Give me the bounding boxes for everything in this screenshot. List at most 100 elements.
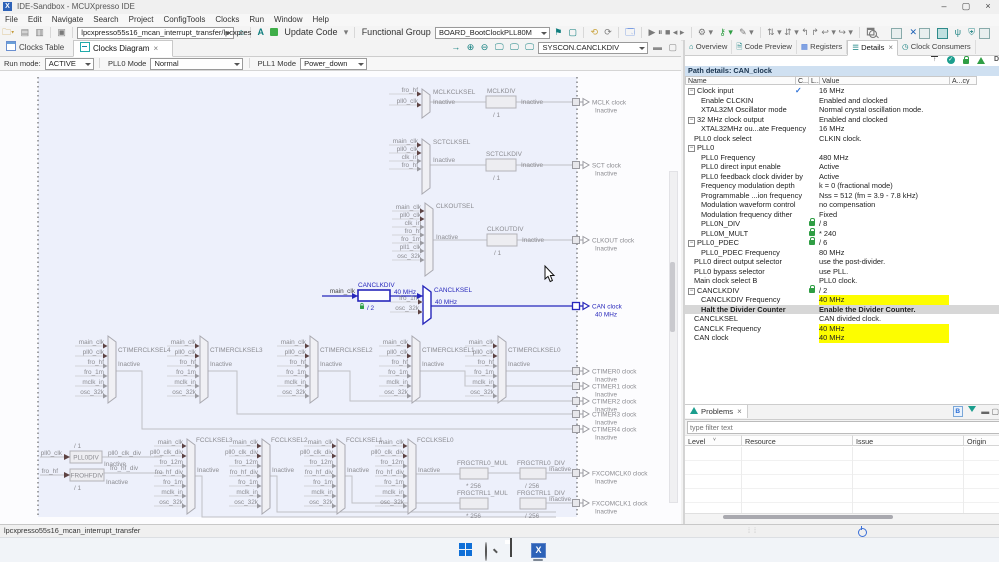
row-value[interactable]: / 8: [819, 219, 828, 228]
search-icon[interactable]: [869, 30, 877, 38]
row-value[interactable]: / 2: [819, 285, 828, 295]
expander-icon[interactable]: −: [688, 287, 695, 295]
output-port-sct-clock[interactable]: [572, 161, 580, 169]
tab-details[interactable]: ☰ Details×: [847, 40, 899, 56]
link-editor-icon[interactable]: B: [952, 406, 963, 417]
grid-perspective-icon[interactable]: [979, 28, 990, 39]
mux-fcclksel2[interactable]: [261, 438, 271, 515]
filter-icon[interactable]: [967, 406, 976, 412]
column-header-c[interactable]: C...: [795, 76, 809, 85]
menu-item-edit[interactable]: Edit: [27, 15, 42, 24]
zoom-in-icon[interactable]: ⊕: [466, 42, 475, 52]
advanced-icon[interactable]: A: [257, 27, 264, 37]
mux-fcclksel1[interactable]: [336, 438, 346, 515]
minimize-view-icon[interactable]: ▬: [981, 407, 990, 416]
pll1-mode-combo[interactable]: Power_down: [300, 58, 368, 70]
output-port-ctimer4-clock[interactable]: [572, 425, 580, 433]
menu-item-navigate[interactable]: Navigate: [51, 15, 84, 24]
update-code-button[interactable]: Update Code: [284, 27, 338, 37]
debug-window-icon[interactable]: 🗔: [625, 27, 636, 37]
divider-frgctrl1_mul[interactable]: [459, 497, 489, 510]
run-mode-combo[interactable]: ACTIVE: [44, 58, 94, 70]
scrollbar-thumb[interactable]: [723, 515, 893, 519]
row-value[interactable]: use the post-divider.: [819, 257, 886, 266]
mux-canclksel[interactable]: [422, 284, 432, 326]
row-value[interactable]: 16 MHz: [819, 124, 845, 133]
row-value[interactable]: 40 MHz: [819, 333, 949, 343]
problems-column-issue[interactable]: Issue: [853, 435, 964, 446]
row-value[interactable]: no compensation: [819, 200, 876, 209]
row-value[interactable]: 40 MHz: [819, 295, 949, 305]
expander-icon[interactable]: −: [688, 145, 695, 152]
minimize-button[interactable]: –: [941, 1, 947, 11]
monitor-icon[interactable]: ▢: [568, 27, 578, 37]
menu-item-search[interactable]: Search: [93, 15, 119, 24]
print-icon[interactable]: ▣: [57, 27, 66, 37]
update-code-dropdown-icon[interactable]: ▾: [343, 27, 349, 37]
divider-frgctrl1_div[interactable]: [519, 497, 547, 510]
row-value[interactable]: Enabled and clocked: [819, 114, 888, 124]
tab-code-preview[interactable]: 🗎 Code Preview: [732, 40, 797, 54]
expander-icon[interactable]: −: [688, 116, 695, 124]
row-config-cell[interactable]: ✓: [795, 86, 808, 96]
pll0-mode-combo[interactable]: Normal: [150, 58, 244, 70]
perspective-icon[interactable]: [891, 28, 902, 39]
column-header-accuracy[interactable]: A...cy: [949, 76, 977, 85]
row-value[interactable]: PLL0 clock.: [819, 276, 858, 285]
close-icon[interactable]: ×: [153, 44, 159, 53]
mux-sctclksel[interactable]: [421, 138, 431, 195]
output-port-clkout-clock[interactable]: [572, 236, 580, 244]
flag-icon[interactable]: ⚑: [554, 27, 563, 37]
save-icon[interactable]: ▤: [20, 27, 30, 37]
redo-icon[interactable]: ⟳: [604, 27, 612, 37]
divider-frgctrl0_mul[interactable]: [459, 467, 489, 480]
plug-icon[interactable]: ψ: [954, 27, 961, 37]
power-icon[interactable]: [858, 526, 867, 537]
mux-ctimerclksel4[interactable]: [107, 335, 117, 404]
column-header-value[interactable]: Value: [819, 76, 950, 85]
home-icon[interactable]: ⌂: [238, 27, 244, 37]
divider-mclkdiv[interactable]: [485, 95, 517, 109]
menu-item-help[interactable]: Help: [312, 15, 329, 24]
menu-item-project[interactable]: Project: [128, 15, 154, 24]
row-value[interactable]: Active: [819, 171, 840, 181]
close-button[interactable]: ×: [985, 1, 991, 11]
mux-fcclksel0[interactable]: [407, 438, 417, 515]
row-value[interactable]: * 240: [819, 228, 837, 238]
mux-ctimerclksel2[interactable]: [309, 335, 319, 404]
mux-clkoutsel[interactable]: [424, 202, 434, 277]
divider-frgctrl0_div[interactable]: [519, 467, 547, 480]
output-port-ctimer0-clock[interactable]: [572, 367, 580, 375]
close-icon[interactable]: ×: [737, 407, 742, 416]
lock-icon[interactable]: [809, 237, 815, 245]
row-value[interactable]: k = 0 (fractional mode): [819, 181, 893, 190]
step-icons[interactable]: ▶ ⏸ ■ ◂ ▸: [648, 27, 685, 37]
row-value[interactable]: 80 MHz: [819, 247, 845, 257]
row-value[interactable]: Enable the Divider Counter.: [819, 304, 916, 314]
output-port-ctimer3-clock[interactable]: [572, 410, 580, 418]
tab-clocks-table[interactable]: Clocks Table: [0, 40, 75, 55]
scrollbar-thumb[interactable]: [670, 262, 675, 332]
diagram-search-combo[interactable]: SYSCON.CANCLKDIV: [538, 42, 649, 54]
mux-mclkclksel[interactable]: [421, 88, 431, 119]
menu-item-file[interactable]: File: [5, 15, 18, 24]
actual-size-icon[interactable]: 🖵: [525, 42, 534, 52]
row-value[interactable]: use PLL.: [819, 266, 849, 276]
collapse-all-icon[interactable]: ↑: [931, 56, 939, 63]
details-row[interactable]: −PLL0: [685, 143, 999, 153]
gear-icon[interactable]: ⚙ ▾: [697, 27, 713, 37]
row-value[interactable]: CLKIN clock.: [819, 133, 862, 143]
tab-clock-consumers[interactable]: ◷ Clock Consumers: [898, 40, 976, 54]
maximize-button[interactable]: ▢: [961, 1, 971, 11]
row-value[interactable]: Fixed: [819, 209, 838, 219]
